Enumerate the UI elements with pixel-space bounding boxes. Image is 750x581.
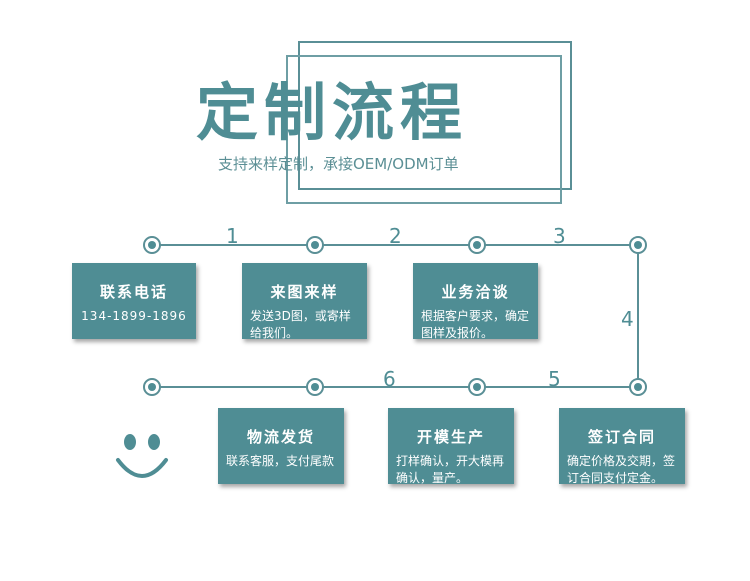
step-title: 业务洽谈 (441, 283, 510, 301)
flow-node (306, 378, 324, 396)
step-number-4: 4 (621, 307, 634, 331)
flow-node (468, 236, 486, 254)
step-number-1: 1 (226, 224, 239, 248)
flow-nodes (143, 236, 647, 396)
step-desc: 打样确认，开大模再确认，量产。 (396, 454, 505, 485)
page-title: 定制流程 (196, 76, 469, 149)
step-card-contract: 签订合同 确定价格及交期，签订合同支付定金。 (559, 408, 685, 485)
step-card-shipping: 物流发货 联系客服，支付尾款 (218, 408, 344, 484)
step-number-2: 2 (389, 224, 402, 248)
flow-node (143, 378, 161, 396)
step-number-3: 3 (553, 224, 566, 248)
flow-node (143, 236, 161, 254)
step-desc: 根据客户要求，确定图样及报价。 (421, 309, 530, 340)
step-card-sample: 来图来样 发送3D图，或寄样给我们。 (242, 263, 367, 340)
step-number-6: 6 (383, 367, 396, 391)
step-title: 物流发货 (246, 428, 315, 446)
step-title: 签订合同 (587, 428, 656, 446)
page-subtitle: 支持来样定制，承接OEM/ODM订单 (218, 155, 459, 173)
step-card-production: 开模生产 打样确认，开大模再确认，量产。 (388, 408, 514, 485)
flow-node (629, 236, 647, 254)
step-title: 联系电话 (99, 283, 168, 301)
step-card-contact: 联系电话 134-1899-1896 (72, 263, 196, 339)
step-desc: 联系客服，支付尾款 (226, 454, 335, 468)
flow-node (468, 378, 486, 396)
step-card-negotiation: 业务洽谈 根据客户要求，确定图样及报价。 (413, 263, 538, 340)
flow-node (306, 236, 324, 254)
step-desc: 确定价格及交期，签订合同支付定金。 (567, 454, 676, 485)
step-number-5: 5 (548, 367, 561, 391)
step-title: 开模生产 (416, 428, 485, 446)
smiley-icon (116, 434, 168, 478)
title-frame-inner (286, 55, 562, 204)
step-desc: 134-1899-1896 (81, 309, 187, 323)
flow-node (629, 378, 647, 396)
step-title: 来图来样 (270, 283, 339, 301)
title-frame-outer (298, 41, 572, 190)
step-desc: 发送3D图，或寄样给我们。 (250, 309, 351, 340)
